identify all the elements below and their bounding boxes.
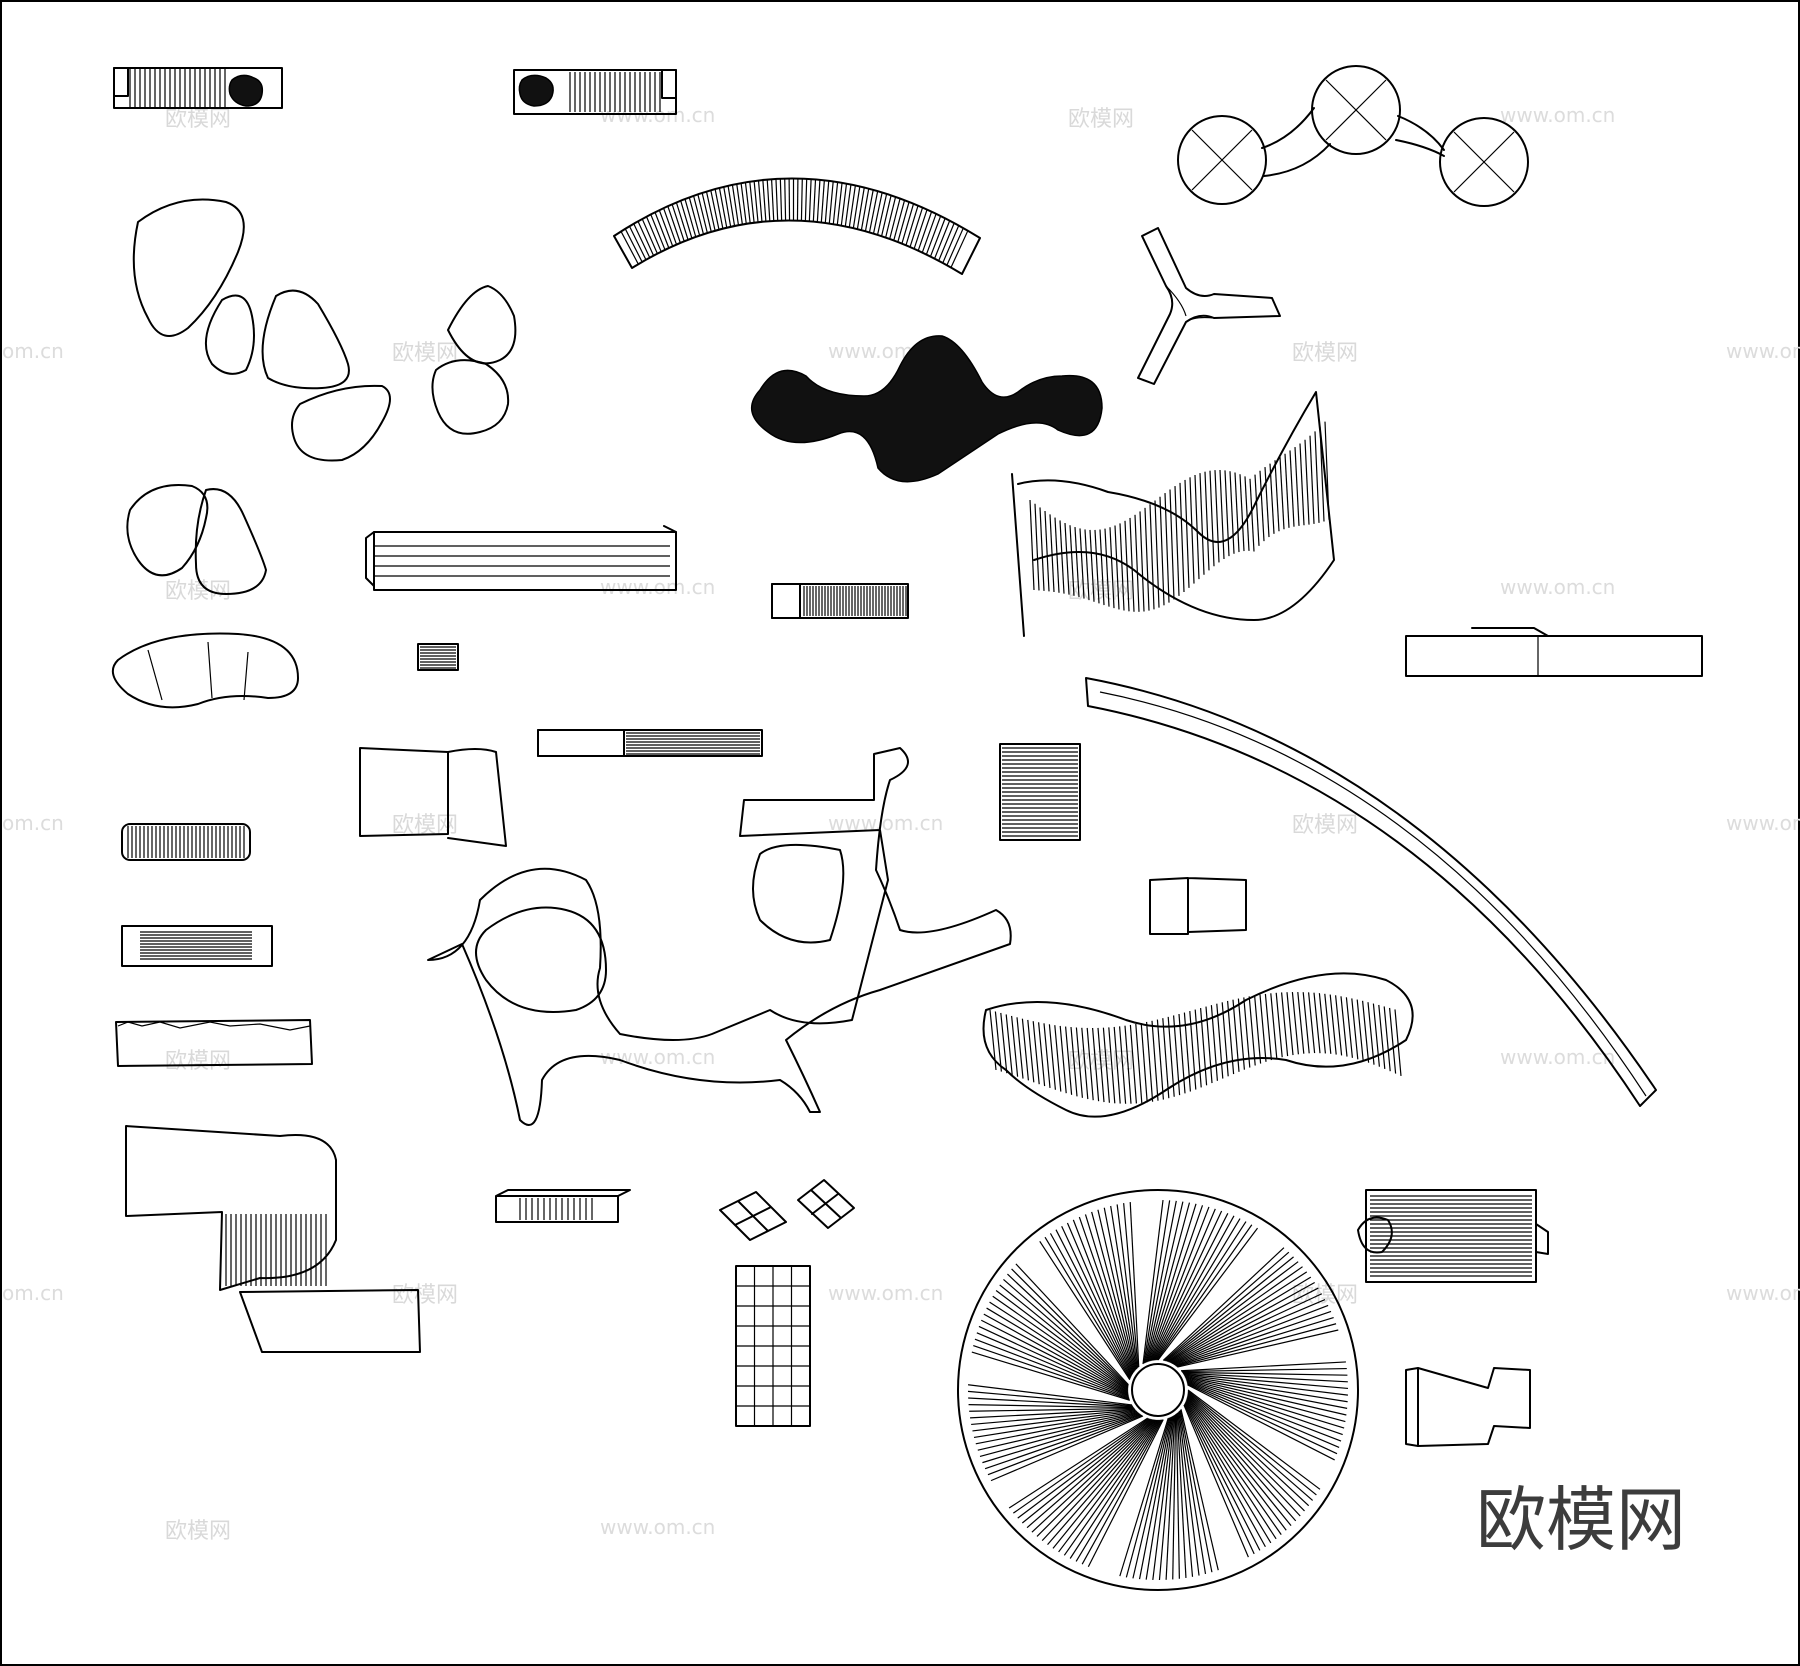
- short-slat-bench: [771, 583, 909, 619]
- pebble-seat-pair: [126, 484, 267, 595]
- blob-bench-solid: [751, 335, 1103, 483]
- folded-plate-bench: [1405, 1367, 1531, 1447]
- bench-plan-planter-left: [113, 67, 283, 109]
- watermark-brand: 欧模网: [1292, 813, 1358, 838]
- curved-slat-bench: [613, 177, 981, 275]
- boxed-slat-bench: [121, 925, 273, 967]
- watermark-brand: 欧模网: [165, 107, 231, 132]
- rough-stone-bench: [115, 1019, 313, 1067]
- linear-stacked-bench: [365, 525, 677, 591]
- watermark-url: www.om.cn: [1500, 103, 1615, 127]
- straight-long-bench: [1405, 627, 1703, 677]
- watermark-url: www.om.cn: [1726, 1281, 1800, 1305]
- long-arc-bench: [1085, 677, 1657, 1107]
- watermark-url: om.cn: [2, 339, 64, 363]
- grid-column-seat: [735, 1265, 811, 1427]
- watermark-brand: 欧模网: [165, 579, 231, 604]
- wave-parametric-bench: [1011, 391, 1335, 637]
- folded-ribbon-bench: [359, 747, 507, 847]
- boxed-slat-bench: [999, 743, 1081, 841]
- pebble-seat-group: [132, 198, 517, 462]
- small-ribbon-bench: [1149, 877, 1247, 935]
- y-shaped-bench: [1137, 227, 1281, 385]
- double-slat-lounger: [1357, 1189, 1549, 1283]
- watermark-brand: 欧模网: [392, 1283, 458, 1308]
- watermark-url: www.om.cn: [600, 1045, 715, 1069]
- straight-long-bench: [537, 729, 763, 757]
- watermark-url: om.cn: [2, 1281, 64, 1305]
- watermark-url: www.om.cn: [1726, 339, 1800, 363]
- cylinder-slat-bench: [121, 823, 251, 861]
- watermark-url: www.om.cn: [1500, 575, 1615, 599]
- cube-seat-a: [719, 1191, 787, 1241]
- s-ribbon-bench: [125, 1125, 421, 1353]
- small-box-bench: [495, 1189, 631, 1223]
- watermark-brand: 欧模网: [165, 1049, 231, 1074]
- organic-branch-bench: [427, 747, 1012, 1126]
- watermark-brand: 欧模网: [165, 1519, 231, 1544]
- curved-segment-bench: [111, 632, 299, 709]
- watermark-brand: 欧模网: [1068, 107, 1134, 132]
- brand-watermark: 欧模网: [1476, 1479, 1686, 1561]
- watermark-url: om.cn: [2, 811, 64, 835]
- watermark-url: www.om.cn: [828, 1281, 943, 1305]
- watermark-url: www.om.cn: [1726, 811, 1800, 835]
- watermark-brand: 欧模网: [392, 341, 458, 366]
- bench-plan-planter-right: [513, 69, 677, 115]
- undulating-slat-bench: [982, 972, 1414, 1118]
- watermark-brand: 欧模网: [1292, 341, 1358, 366]
- watermark-url: www.om.cn: [600, 1515, 715, 1539]
- small-slat-block: [417, 643, 459, 671]
- watermark-layer: 欧模网 www.om.cn 欧模网 www.om.cn om.cn 欧模网 ww…: [2, 103, 1800, 1544]
- watermark-brand: 欧模网: [1292, 1283, 1358, 1308]
- watermark-url: www.om.cn: [600, 575, 715, 599]
- spiral-flower-bench: [957, 1189, 1359, 1591]
- watermark-url: www.om.cn: [1500, 1045, 1615, 1069]
- cube-seat-b: [797, 1179, 855, 1229]
- tri-circle-bench: [1177, 65, 1529, 207]
